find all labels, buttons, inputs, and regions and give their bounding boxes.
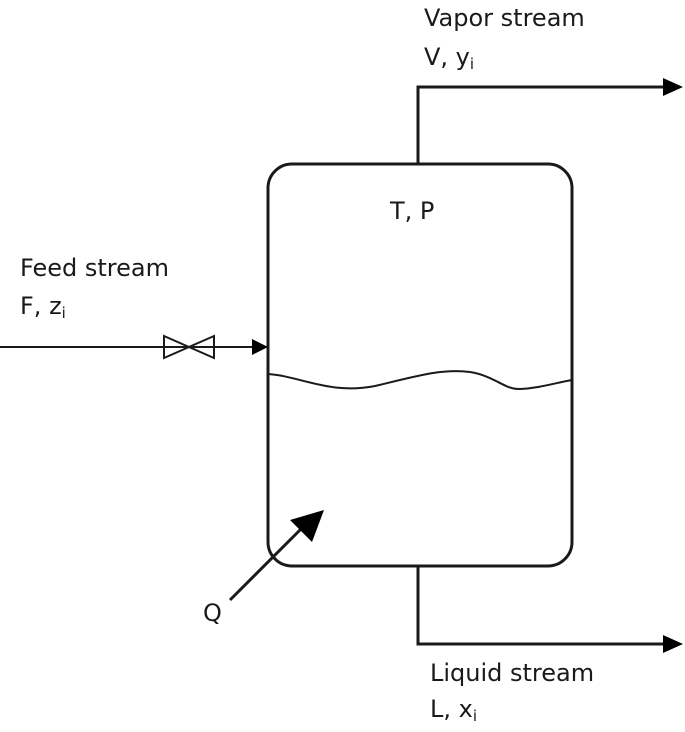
vapor-stream-title: Vapor stream — [424, 4, 585, 32]
liquid-stream-symbol: L, xi — [430, 695, 477, 725]
vapor-arrow-head — [663, 78, 683, 96]
feed-symbol-subscript: i — [62, 304, 66, 322]
vapor-outlet-line — [416, 85, 663, 164]
vapor-symbol-main: V, y — [424, 43, 470, 71]
liquid-stream-title: Liquid stream — [430, 659, 594, 687]
flash-vessel — [266, 162, 574, 568]
vessel-conditions-label: T, P — [389, 197, 434, 225]
vapor-stream-symbol: V, yi — [424, 43, 474, 73]
heat-input-arrow — [228, 526, 304, 602]
feed-valve-icon — [163, 334, 215, 360]
heat-arrow-head — [290, 510, 324, 542]
feed-symbol-main: F, z — [20, 292, 62, 320]
vapor-symbol-subscript: i — [470, 55, 474, 73]
liquid-symbol-main: L, x — [430, 695, 473, 723]
feed-arrow-head — [252, 339, 268, 355]
liquid-arrow-head — [663, 635, 683, 653]
liquid-outlet-line — [416, 566, 663, 646]
liquid-symbol-subscript: i — [473, 707, 477, 725]
heat-label: Q — [203, 599, 222, 627]
liquid-level-line — [267, 370, 573, 391]
feed-stream-title: Feed stream — [20, 254, 169, 282]
feed-stream-symbol: F, zi — [20, 292, 66, 322]
